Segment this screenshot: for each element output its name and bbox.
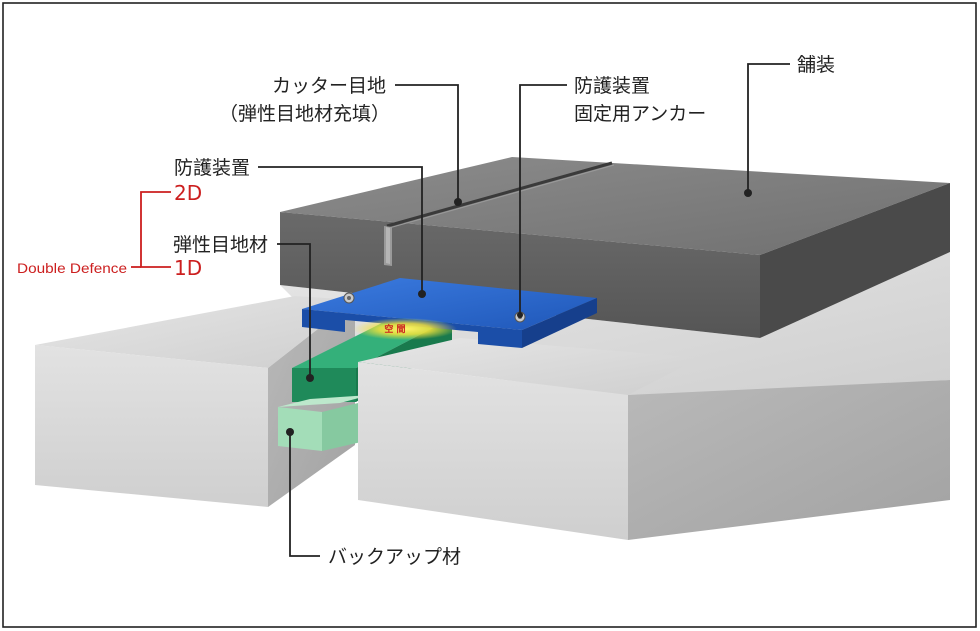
protector-label: 防護装置 <box>174 157 250 179</box>
cutter-joint-label-line2: （弾性目地材充填） <box>219 103 390 125</box>
cutter-joint-label-line1: カッター目地 <box>272 75 386 97</box>
double-defence-bracket <box>131 191 171 268</box>
elastic-sealant-label: 弾性目地材 <box>173 234 268 256</box>
defence-2d-label: 2D <box>174 181 202 205</box>
pavement-label: 舗装 <box>797 54 835 76</box>
backup-material-label: バックアップ材 <box>328 546 461 568</box>
anchor-label-line1: 防護装置 <box>574 75 650 97</box>
leader-lines <box>258 63 790 557</box>
concrete-slab-right <box>358 338 950 540</box>
gap-label: 空 間 <box>384 323 405 335</box>
double-defence-label: Double Defence <box>17 260 127 276</box>
defence-1d-label: 1D <box>174 256 202 280</box>
anchor-label-line2: 固定用アンカー <box>574 103 706 125</box>
gap-glow: 空 間 <box>353 318 457 340</box>
